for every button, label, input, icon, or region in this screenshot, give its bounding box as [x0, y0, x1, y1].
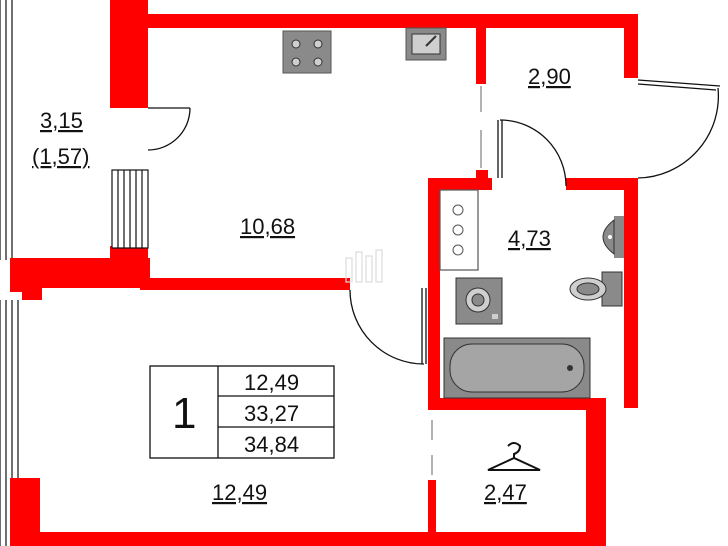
- summary-table: [149, 365, 335, 459]
- hall-area-label: 2,90: [528, 64, 571, 89]
- bathtub-icon: [443, 337, 591, 399]
- wardrobe-area-label: 2,47: [484, 480, 527, 505]
- watermark-icon: [345, 249, 383, 283]
- balcony-door-icon: [147, 107, 191, 151]
- living-area-label: 12,49: [212, 480, 267, 505]
- living-door-icon: [349, 288, 427, 365]
- toilet-icon: [569, 271, 623, 307]
- balcony-area-label: 3,15: [40, 108, 83, 133]
- doorway-marks: [431, 86, 482, 475]
- walls: [10, 0, 638, 546]
- balcony-threshold-icon: [111, 169, 149, 249]
- washbasin-icon: [602, 216, 624, 258]
- entrance-door-icon: [637, 79, 721, 179]
- summary-living-area: 12,49: [244, 370, 299, 395]
- sink-icon: [405, 27, 447, 61]
- rooms-count: 1: [172, 389, 196, 438]
- shower-tray-icon: [439, 189, 479, 271]
- bathroom-door-icon: [497, 119, 567, 187]
- bathroom-area-label: 4,73: [508, 226, 551, 251]
- kitchen-area-label: 10,68: [240, 214, 295, 239]
- stove-icon: [282, 30, 332, 74]
- summary-total-area-with-balcony: 34,84: [244, 432, 299, 457]
- balcony-coef-area-label: (1,57): [32, 144, 89, 169]
- hanger-icon: [487, 442, 541, 471]
- washing-machine-icon: [455, 277, 503, 325]
- summary-total-area: 33,27: [244, 401, 299, 426]
